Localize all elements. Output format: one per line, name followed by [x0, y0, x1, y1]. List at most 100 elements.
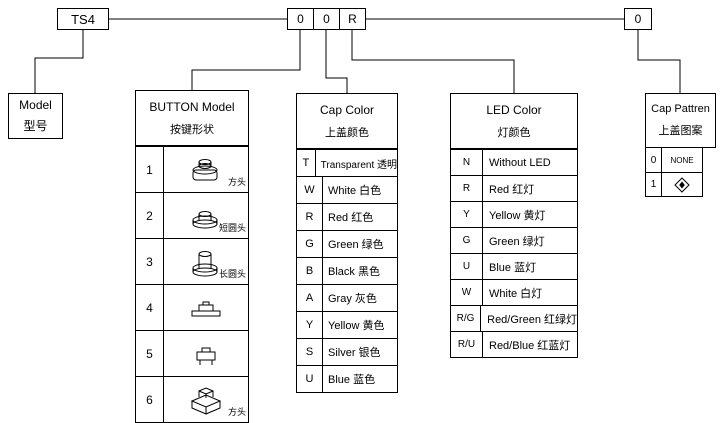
cap-pattern-row: 0 NONE	[646, 148, 702, 172]
button-model-row: 4	[136, 284, 248, 330]
smd-side-switch-icon	[196, 347, 216, 365]
cap-color-code: A	[297, 285, 323, 311]
cap-color-label: Red 红色	[328, 212, 374, 224]
button-model-code: 2	[136, 193, 164, 238]
button-model-row: 6 方头	[136, 376, 248, 422]
led-color-row: U Blue 蓝灯	[451, 253, 577, 279]
button-model-row-label: 长圆头	[218, 269, 246, 279]
cap-color-label: Transparent 透明	[320, 159, 397, 171]
cap-pattern-digit: 0	[634, 12, 642, 26]
led-color-row: G Green 绿灯	[451, 227, 577, 253]
button-model-icon-cell: 短圆头	[164, 193, 248, 238]
led-color-code: W	[451, 280, 483, 305]
cap-color-row: S Silver 银色	[297, 338, 397, 365]
cap-color-code: B	[297, 258, 323, 284]
button-model-icon-cell	[164, 285, 248, 330]
led-color-label: Red 红灯	[489, 183, 535, 196]
cap-color-label: Yellow 黄色	[328, 320, 385, 332]
cap-color-row: G Green 绿色	[297, 230, 397, 257]
cap-color-label: Blue 蓝色	[328, 374, 376, 386]
cap-color-title-zh: 上盖颜色	[325, 126, 369, 139]
cap-pattern-code: 0	[646, 148, 662, 172]
led-color-code: G	[451, 228, 483, 253]
cap-pattern-code: 1	[646, 173, 662, 196]
cap-color-code: Y	[297, 312, 323, 338]
short-round-plunger-switch-icon	[192, 210, 218, 228]
cap-color-row: B Black 黑色	[297, 257, 397, 284]
led-color-row: W White 白灯	[451, 279, 577, 305]
button-model-code: 3	[136, 239, 164, 284]
led-color-header: LED Color 灯颜色	[451, 94, 577, 149]
button-model-code: 5	[136, 331, 164, 376]
cap-color-label: Gray 灰色	[328, 293, 377, 305]
led-color-label: Blue 蓝灯	[489, 261, 537, 274]
round-plunger-square-base-switch-icon	[192, 158, 218, 180]
led-color-title-en: LED Color	[486, 102, 542, 117]
cap-color-digit-box-2: 0	[313, 8, 340, 30]
led-color-code: N	[451, 150, 483, 175]
series-code-box: TS4	[57, 8, 109, 30]
cap-color-label: Silver 银色	[328, 347, 381, 359]
led-color-label: Without LED	[489, 156, 551, 169]
cap-pattern-header: Cap Pattren 上盖图案	[645, 93, 716, 148]
cap-color-row: Y Yellow 黄色	[297, 311, 397, 338]
code-digit-group: 0 0 R	[287, 8, 366, 30]
button-model-table: BUTTON Model 按键形状 1 方头	[135, 90, 249, 423]
cap-color-code: S	[297, 339, 323, 365]
long-round-plunger-switch-icon	[192, 250, 218, 276]
button-model-row-label: 短圆头	[218, 223, 246, 233]
cap-color-code: G	[297, 231, 323, 257]
led-color-code: R/U	[451, 332, 483, 357]
cap-color-label: Green 绿色	[328, 239, 384, 251]
cap-pattern-row: 1	[646, 172, 702, 196]
cap-color-title-en: Cap Color	[319, 102, 375, 117]
led-color-label: Green 绿灯	[489, 235, 545, 248]
cap-color-code: T	[297, 150, 316, 176]
cap-pattern-table: 0 NONE 1	[645, 147, 703, 197]
led-color-label: White 白灯	[489, 287, 543, 300]
button-model-row: 3 长圆头	[136, 238, 248, 284]
square-head-switch-icon	[190, 386, 222, 415]
led-color-label: Red/Blue 红蓝灯	[489, 339, 571, 352]
button-model-icon-cell: 长圆头	[164, 239, 248, 284]
button-model-icon-cell: 方头	[164, 147, 248, 192]
led-color-digit-box: R	[339, 8, 366, 30]
cap-color-label: White 白色	[328, 185, 382, 197]
cap-color-row: W White 白色	[297, 176, 397, 203]
cap-color-header: Cap Color 上盖颜色	[297, 94, 397, 149]
led-color-code: U	[451, 254, 483, 279]
led-color-code: R/G	[451, 306, 482, 331]
cap-color-row: A Gray 灰色	[297, 284, 397, 311]
series-code: TS4	[71, 11, 95, 27]
model-legend-box: Model 型号	[8, 93, 63, 139]
cap-color-row: U Blue 蓝色	[297, 365, 397, 392]
button-model-icon-cell: 方头	[164, 377, 248, 422]
button-model-icon-cell	[164, 331, 248, 376]
button-model-row-label: 方头	[227, 407, 246, 417]
button-model-row: 2 短圆头	[136, 192, 248, 238]
cap-color-row: R Red 红色	[297, 203, 397, 230]
button-model-title-en: BUTTON Model	[149, 99, 235, 114]
cap-color-table: Cap Color 上盖颜色 T Transparent 透明 W White …	[296, 93, 398, 393]
button-model-header: BUTTON Model 按键形状	[136, 91, 248, 146]
cap-color-code: W	[297, 177, 323, 203]
cap-color-code: R	[297, 204, 323, 230]
led-color-table: LED Color 灯颜色 N Without LED R Red 红灯 Y Y…	[450, 93, 578, 358]
led-color-row: Y Yellow 黄灯	[451, 201, 577, 227]
model-label-zh: 型号	[23, 119, 48, 133]
button-model-row: 5	[136, 330, 248, 376]
button-model-row-label: 方头	[227, 177, 246, 187]
cap-color-row: T Transparent 透明	[297, 149, 397, 176]
button-model-code: 1	[136, 147, 164, 192]
button-model-title-zh: 按键形状	[170, 123, 214, 136]
led-color-row: R/G Red/Green 红绿灯	[451, 305, 577, 331]
led-color-code: Y	[451, 202, 483, 227]
led-color-code: R	[451, 176, 483, 201]
cap-color-code: U	[297, 366, 323, 392]
cap-color-digit-box: 0	[287, 8, 314, 30]
button-model-code: 6	[136, 377, 164, 422]
led-color-row: R/U Red/Blue 红蓝灯	[451, 331, 577, 357]
cap-pattern-icon-cell	[662, 173, 702, 196]
model-label-en: Model	[19, 98, 52, 112]
